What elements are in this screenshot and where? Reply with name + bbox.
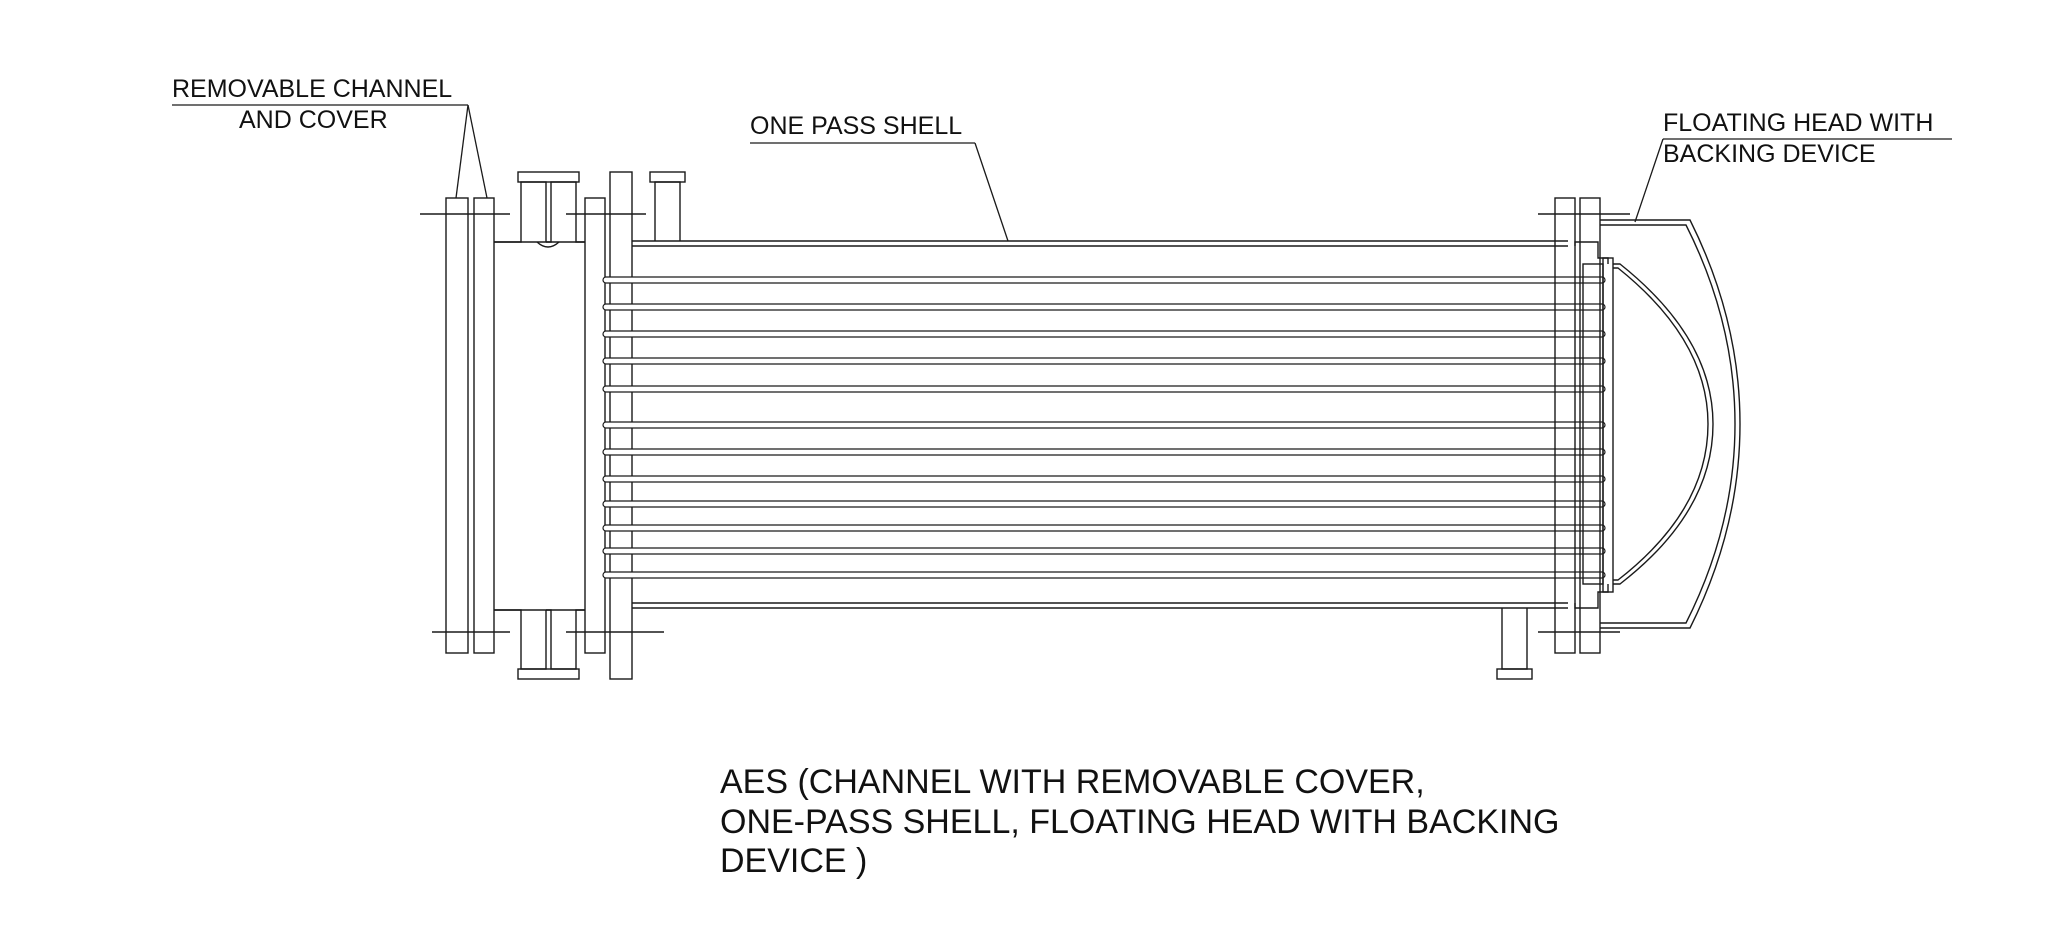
channel-flange	[473, 197, 495, 654]
floating-head-cover-flange	[1602, 257, 1614, 593]
tube-7	[602, 448, 1606, 456]
shell-leader	[974, 142, 1009, 242]
channel-bottom-nozzle-flange	[517, 668, 580, 680]
shell-cover-dome-outer	[1600, 219, 1741, 629]
channel-tubesheet-flange	[584, 197, 606, 654]
tube-12	[602, 571, 1606, 579]
channel-bottom-nozzle	[494, 609, 585, 680]
labels: REMOVABLE CHANNEL AND COVER ONE PASS SHE…	[172, 75, 1933, 168]
caption-line-3: DEVICE )	[720, 842, 867, 880]
tube-6	[602, 421, 1606, 429]
tube-3	[602, 330, 1606, 338]
caption: AES (CHANNEL WITH REMOVABLE COVER, ONE-P…	[720, 763, 1559, 880]
channel-top-nozzle-right	[546, 181, 585, 243]
shell-inlet-nozzle-flange	[649, 171, 686, 183]
label-one-pass-shell: ONE PASS SHELL	[750, 112, 962, 140]
shell-end-flange	[1554, 197, 1576, 654]
channel-pass-partition	[536, 241, 560, 248]
tube-11	[602, 547, 1606, 555]
channel-cover-plate	[445, 197, 469, 654]
channel-bottom-nozzle-right	[546, 609, 585, 670]
shell-outlet-nozzle	[1501, 608, 1528, 670]
label-floating-head: FLOATING HEAD WITH	[1663, 109, 1933, 137]
backing-ring-bottom	[1574, 584, 1609, 609]
label-backing-device: BACKING DEVICE	[1663, 140, 1876, 168]
shell-cover-dome-inner	[1600, 224, 1736, 624]
tube-4	[602, 357, 1606, 365]
tube-5	[602, 385, 1606, 393]
tube-10	[602, 524, 1606, 532]
channel-leader-2	[467, 104, 488, 199]
channel-top-nozzle-flange	[517, 171, 580, 183]
floating-head-dish-outer	[1613, 263, 1714, 585]
shell-inlet-nozzle	[654, 181, 681, 241]
floating-head-dish-inner	[1613, 267, 1709, 581]
tube-8	[602, 475, 1606, 483]
tube-bundle	[602, 276, 1606, 579]
shell-outlet-nozzle-flange	[1496, 668, 1533, 680]
shell-cover-flange	[1579, 197, 1601, 654]
backing-ring-top	[1574, 241, 1609, 264]
label-and-cover: AND COVER	[239, 106, 388, 134]
shell	[632, 171, 1568, 680]
channel-leader-1	[455, 104, 469, 199]
tube-2	[602, 303, 1606, 311]
leader-lines	[172, 104, 1952, 242]
tube-1	[602, 276, 1606, 284]
label-removable-channel: REMOVABLE CHANNEL	[172, 75, 452, 103]
channel-top-nozzle-left	[494, 181, 547, 243]
caption-line-1: AES (CHANNEL WITH REMOVABLE COVER,	[720, 763, 1425, 801]
caption-line-2: ONE-PASS SHELL, FLOATING HEAD WITH BACKI…	[720, 803, 1559, 841]
floating-head-assembly	[1538, 197, 1741, 654]
head-leader	[1634, 138, 1664, 223]
tube-9	[602, 500, 1606, 508]
channel-bottom-nozzle-left	[494, 609, 547, 670]
channel-top-nozzle	[494, 171, 585, 248]
